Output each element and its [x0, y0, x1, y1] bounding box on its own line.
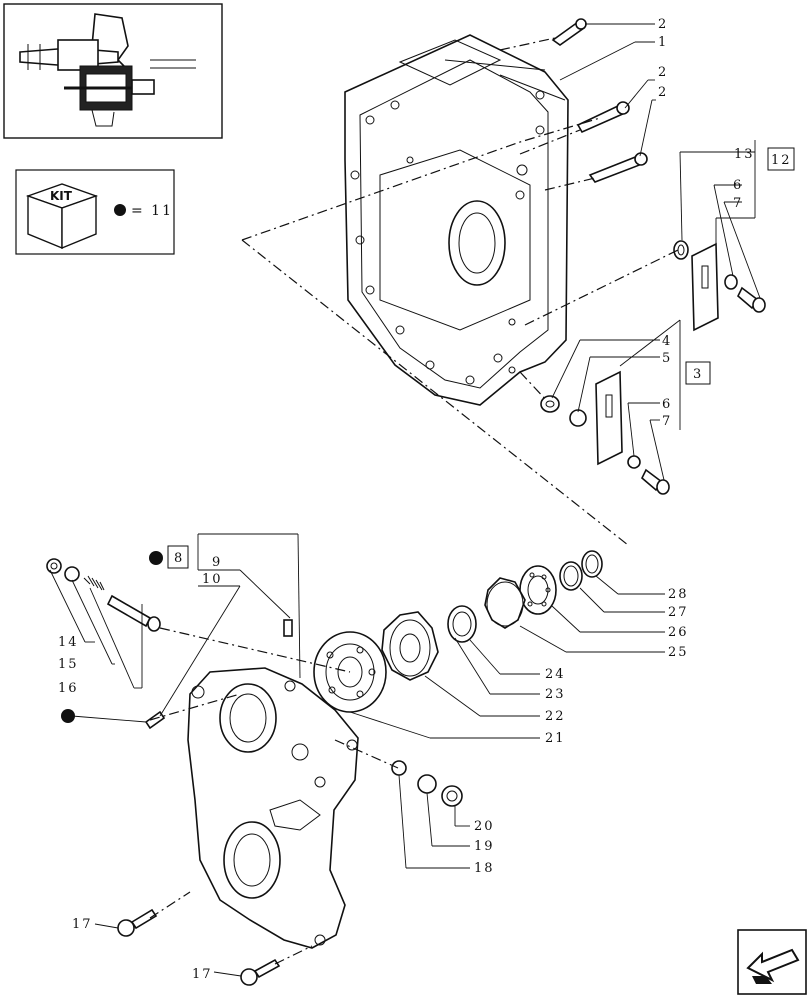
callout-3: 3 [693, 367, 703, 382]
bolt-2-mid [576, 101, 630, 134]
snap-ring-24 [447, 605, 477, 643]
callout-2: 2 [658, 85, 668, 100]
kit-equals-text: = 11 [131, 203, 173, 219]
callout-19: 19 [474, 839, 495, 854]
thumbnail-assembly-image [19, 13, 196, 127]
cover-plate-3 [540, 370, 670, 495]
gear-25 [484, 577, 526, 629]
kit-label: KIT [50, 189, 73, 203]
callout-2: 2 [658, 65, 668, 80]
snap-ring-27 [559, 561, 583, 591]
callout-18: 18 [474, 861, 495, 876]
callout-21: 21 [545, 731, 566, 746]
housing-bolt-holes [350, 90, 545, 385]
thumbnail-panel [3, 3, 223, 139]
plug-19 [417, 774, 437, 794]
callout-5: 5 [662, 351, 672, 366]
kit-box-icon [25, 183, 99, 250]
kit-dot-marker [149, 551, 163, 565]
pin-9 [283, 619, 293, 637]
callout-25: 25 [668, 645, 689, 660]
snap-ring-20 [441, 785, 463, 807]
kit-dot-marker [61, 709, 75, 723]
callout-12: 12 [771, 153, 792, 168]
assembly-lines [149, 37, 679, 965]
cover-plate-12 [673, 240, 766, 332]
callout-20: 20 [474, 819, 495, 834]
bearing-26 [519, 565, 557, 615]
callout-17: 17 [192, 967, 213, 982]
filled-dot-icon [114, 204, 126, 216]
callout-7: 7 [733, 196, 743, 211]
callout-7: 7 [662, 414, 672, 429]
callout-23: 23 [545, 687, 566, 702]
callout-26: 26 [668, 625, 689, 640]
callout-14: 14 [58, 635, 79, 650]
callout-22: 22 [545, 709, 566, 724]
bolt-17-upper [117, 908, 158, 937]
callout-4: 4 [662, 334, 672, 349]
callout-labels: 2 1 2 2 13 12 6 7 4 5 3 6 7 8 9 10 28 27… [58, 17, 792, 982]
callout-28: 28 [668, 587, 689, 602]
leader-lines [49, 23, 761, 977]
callout-1: 1 [658, 35, 668, 50]
main-housing [344, 34, 569, 406]
callout-24: 24 [545, 667, 566, 682]
kit-legend: KIT = 11 [15, 169, 175, 255]
bolt-2-low [588, 152, 648, 183]
gear-22 [381, 611, 439, 681]
spring-16 [83, 575, 105, 591]
callout-8: 8 [174, 551, 184, 566]
callout-6: 6 [662, 397, 672, 412]
dowel-pin [144, 710, 166, 730]
ball-14 [46, 558, 62, 574]
callout-17: 17 [72, 917, 93, 932]
callout-9: 9 [212, 555, 222, 570]
callout-15: 15 [58, 657, 79, 672]
callout-boxes [167, 147, 795, 569]
snap-ring-28 [581, 550, 603, 578]
front-cover [187, 667, 359, 949]
callout-16: 16 [58, 681, 79, 696]
plunger-rod [106, 594, 161, 632]
bolt-2-top [551, 18, 587, 46]
callout-13: 13 [734, 147, 755, 162]
spring-seat-15 [64, 566, 80, 582]
callout-6: 6 [733, 178, 743, 193]
washer-18 [391, 760, 407, 776]
callout-10: 10 [202, 572, 223, 587]
callout-27: 27 [668, 605, 689, 620]
bolt-17-lower [240, 958, 281, 986]
callout-2: 2 [658, 17, 668, 32]
back-arrow-icon[interactable] [737, 929, 807, 995]
